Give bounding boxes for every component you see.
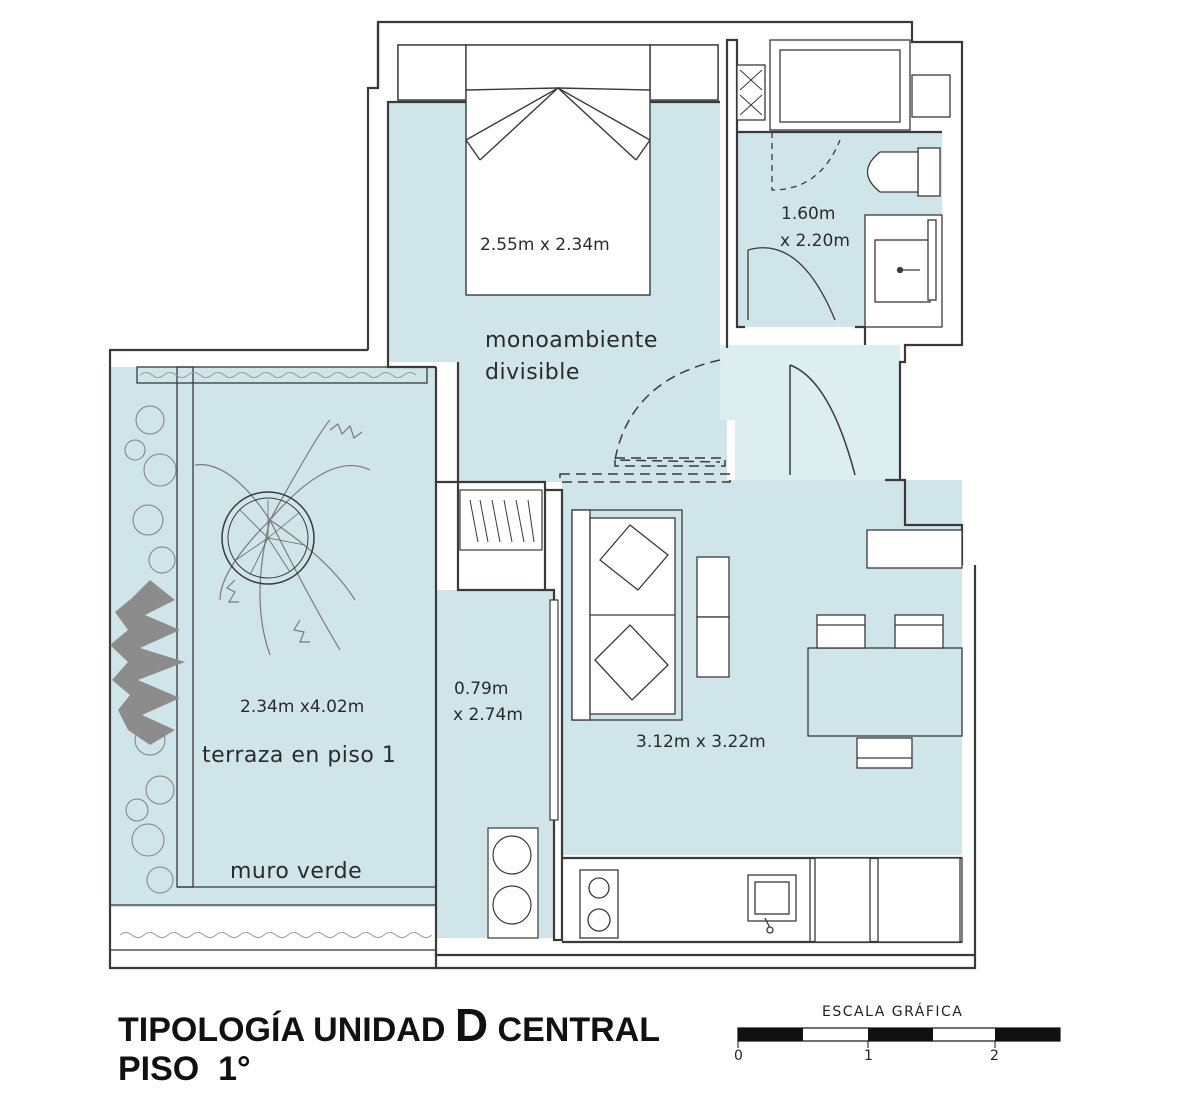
- entry-door: [789, 364, 856, 476]
- wall-terrace-right: [434, 362, 460, 484]
- wall-bath-bottom: [855, 325, 867, 345]
- wall-terrace-inner: [386, 362, 436, 369]
- kitchen-fixtures: [579, 857, 963, 943]
- bath-door-swing: [771, 132, 841, 191]
- fern-plant: [110, 580, 185, 745]
- mattress: [465, 44, 651, 296]
- closet-dims-1: 0.79m: [454, 679, 508, 699]
- scale-tick-1: 1: [864, 1048, 874, 1064]
- dining-table: [807, 614, 963, 769]
- wardrobe: [459, 489, 543, 551]
- scale-seg-1: [738, 1028, 803, 1041]
- title-pre: TIPOLOGÍA UNIDAD: [118, 1011, 445, 1049]
- living-dims: 3.12m x 3.22m: [636, 732, 766, 752]
- shaft: [911, 74, 951, 118]
- stove-hood: [736, 64, 766, 121]
- bedroom-dims: 2.55m x 2.34m: [480, 235, 610, 255]
- palm-tree: [194, 419, 371, 656]
- title-line-1: TIPOLOGÍA UNIDAD D CENTRAL: [118, 999, 660, 1051]
- tree-pit: [221, 491, 315, 585]
- bed: [397, 44, 719, 296]
- title-line-2: PISO 1°: [118, 1050, 251, 1088]
- wall-bedroom-outer: [366, 20, 964, 350]
- leaf-cluster: [124, 405, 177, 894]
- living-furniture: [571, 509, 963, 769]
- wall-right-outer: [898, 132, 964, 480]
- doors: [559, 359, 856, 483]
- wall-terrace-outer: [108, 348, 436, 970]
- closet-dims-2: x 2.74m: [453, 705, 523, 725]
- sofa: [571, 509, 683, 721]
- coffee-table: [696, 556, 730, 678]
- wall-wardrobe: [458, 480, 547, 590]
- washer-dryer: [487, 827, 539, 939]
- sliding-panels: [549, 599, 559, 821]
- studio-label-2: divisible: [485, 360, 580, 385]
- green-wall-planter-top: [136, 366, 428, 384]
- terrace-edge: [109, 904, 437, 951]
- graphic-scale: ESCALA GRÁFICA 0 1 2: [734, 1003, 1061, 1064]
- terrace-details: [109, 366, 437, 951]
- kitchen-sink: [747, 874, 797, 922]
- bathroom-dims-2: x 2.20m: [780, 231, 850, 251]
- bathtub-shower: [769, 39, 911, 131]
- terrace-dims: 2.34m x4.02m: [240, 697, 364, 717]
- scale-tick-0: 0: [734, 1048, 744, 1064]
- scale-seg-5: [995, 1028, 1060, 1041]
- bathroom-dims-1: 1.60m: [781, 204, 835, 224]
- title-letter: D: [455, 999, 488, 1051]
- sink: [864, 214, 943, 328]
- scale-tick-2: 2: [990, 1048, 1000, 1064]
- title-post: CENTRAL: [498, 1011, 660, 1049]
- wall-living-left: [545, 488, 564, 855]
- title-block: TIPOLOGÍA UNIDAD D CENTRAL PISO 1°: [118, 999, 660, 1088]
- scale-seg-3: [868, 1028, 933, 1041]
- nightstand-right: [649, 44, 719, 101]
- studio-sliding-door: [614, 359, 721, 463]
- studio-label-1: monoambiente: [485, 328, 658, 353]
- room-labels: 2.55m x 2.34m 1.60m x 2.20m monoambiente…: [202, 204, 850, 884]
- wall-bath-left: [725, 38, 745, 348]
- toilet: [866, 147, 941, 197]
- nightstand-left: [397, 44, 467, 101]
- green-wall-label: muro verde: [230, 859, 362, 884]
- console: [866, 529, 963, 569]
- bath-door: [747, 247, 836, 321]
- planter-dots: [119, 372, 433, 938]
- closet-fixtures: [459, 489, 559, 939]
- terrace-name: terraza en piso 1: [202, 743, 396, 768]
- green-wall-plants: [110, 372, 433, 938]
- bathroom-fixtures: [736, 39, 951, 328]
- scale-label: ESCALA GRÁFICA: [822, 1003, 963, 1020]
